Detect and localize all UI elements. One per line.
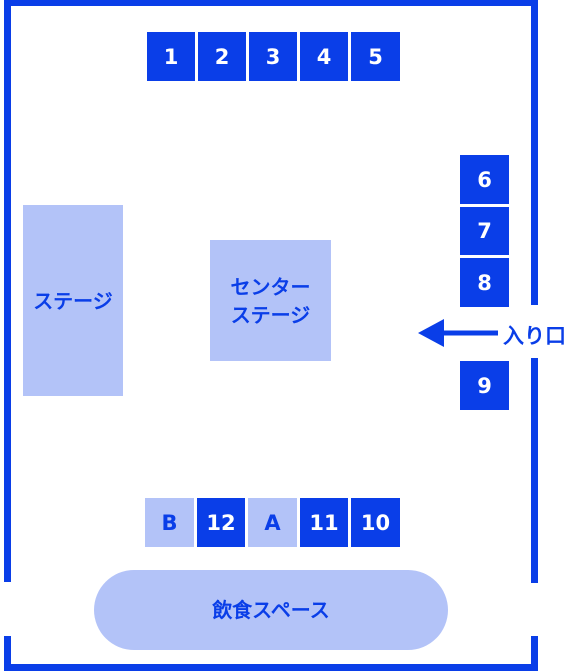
wall-left-bottom: [4, 636, 11, 671]
booth-11: 11: [300, 498, 348, 547]
booth-b: B: [145, 498, 194, 547]
center-stage: センター ステージ: [210, 240, 331, 361]
booth-9: 9: [460, 361, 509, 410]
center-stage-label-line2: ステージ: [230, 302, 311, 327]
booth-1: 1: [147, 32, 195, 81]
food-space-label: 飲食スペース: [212, 598, 330, 622]
arrow-left-icon: [418, 319, 498, 347]
booth-5: 5: [351, 32, 400, 81]
food-space: 飲食スペース: [94, 570, 448, 650]
booth-2: 2: [198, 32, 246, 81]
booth-7: 7: [460, 207, 509, 255]
wall-right-upper: [531, 0, 538, 305]
wall-bottom: [4, 664, 538, 671]
booth-6: 6: [460, 155, 509, 204]
booth-4: 4: [300, 32, 348, 81]
booth-a: A: [248, 498, 297, 547]
center-stage-label-line1: センター: [230, 274, 311, 299]
booth-3: 3: [249, 32, 297, 81]
entrance-label: 入り口: [503, 324, 566, 348]
wall-right-middle: [531, 358, 538, 583]
wall-left: [4, 0, 11, 582]
booth-10: 10: [351, 498, 400, 547]
booth-12: 12: [197, 498, 245, 547]
stage: ステージ: [23, 205, 123, 396]
wall-top: [4, 0, 538, 6]
booth-8: 8: [460, 258, 509, 307]
stage-label: ステージ: [33, 288, 113, 313]
wall-right-lower: [531, 636, 538, 671]
